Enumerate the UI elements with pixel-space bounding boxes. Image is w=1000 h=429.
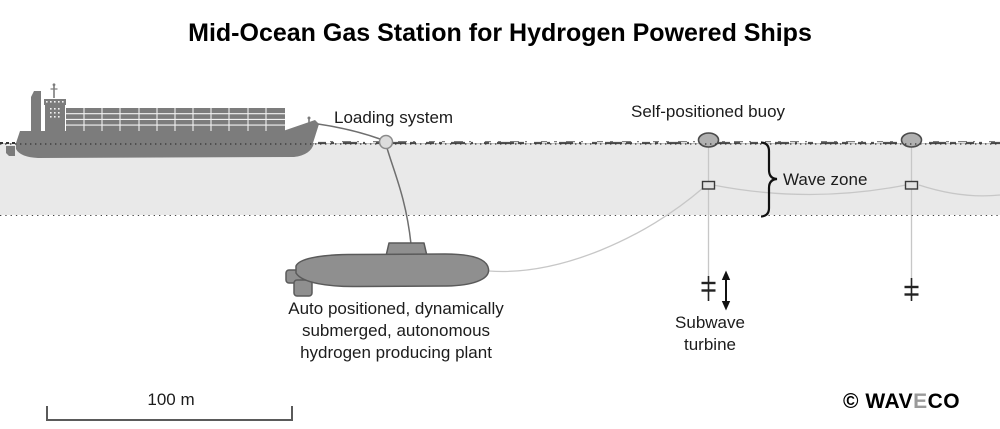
up-down-arrow-icon (721, 270, 731, 311)
mooring-lines (488, 147, 1000, 300)
buoy-icon-left (697, 132, 720, 148)
scale-bar-label: 100 m (147, 390, 195, 409)
logo-e: E (913, 390, 928, 413)
buoy-icons (697, 132, 923, 148)
label-hydrogen-plant-line2: submerged, autonomous (301, 321, 491, 340)
container-ship-icon (6, 83, 319, 158)
subwave-turbine-icon-left (701, 276, 716, 301)
hydrogen-plant-submarine-icon (285, 242, 490, 297)
page-title: Mid-Ocean Gas Station for Hydrogen Power… (188, 19, 812, 47)
subwave-turbine-icon-right (904, 278, 919, 301)
waveco-logo: © WAVECO (843, 390, 960, 414)
label-self-positioned-buoy: Self-positioned buoy (630, 102, 786, 121)
label-hydrogen-plant-line1: Auto positioned, dynamically (288, 299, 504, 318)
subwave-turbine-icons (701, 276, 919, 301)
logo-co: CO (927, 390, 961, 413)
label-wave-zone: Wave zone (783, 170, 868, 189)
label-loading-system: Loading system (334, 108, 454, 127)
label-subwave-turbine-line1: Subwave (675, 313, 745, 332)
logo-wav: WAV (865, 390, 914, 413)
scale-bar (46, 406, 293, 421)
label-subwave-turbine-line2: turbine (684, 335, 736, 354)
loading-hose-lines (317, 123, 412, 245)
container-grid (66, 108, 285, 131)
label-subwave-turbine: Subwave turbine (675, 312, 745, 356)
wave-zone-brace (760, 141, 778, 218)
label-hydrogen-plant-line3: hydrogen producing plant (300, 343, 492, 362)
buoy-icon-right (900, 132, 923, 148)
copyright-symbol: © (843, 390, 866, 413)
mooring-connector-boxes (701, 180, 919, 190)
label-hydrogen-plant: Auto positioned, dynamically submerged, … (288, 298, 503, 364)
loading-system-connector-icon (378, 134, 394, 150)
bridge-windows (46, 101, 64, 118)
